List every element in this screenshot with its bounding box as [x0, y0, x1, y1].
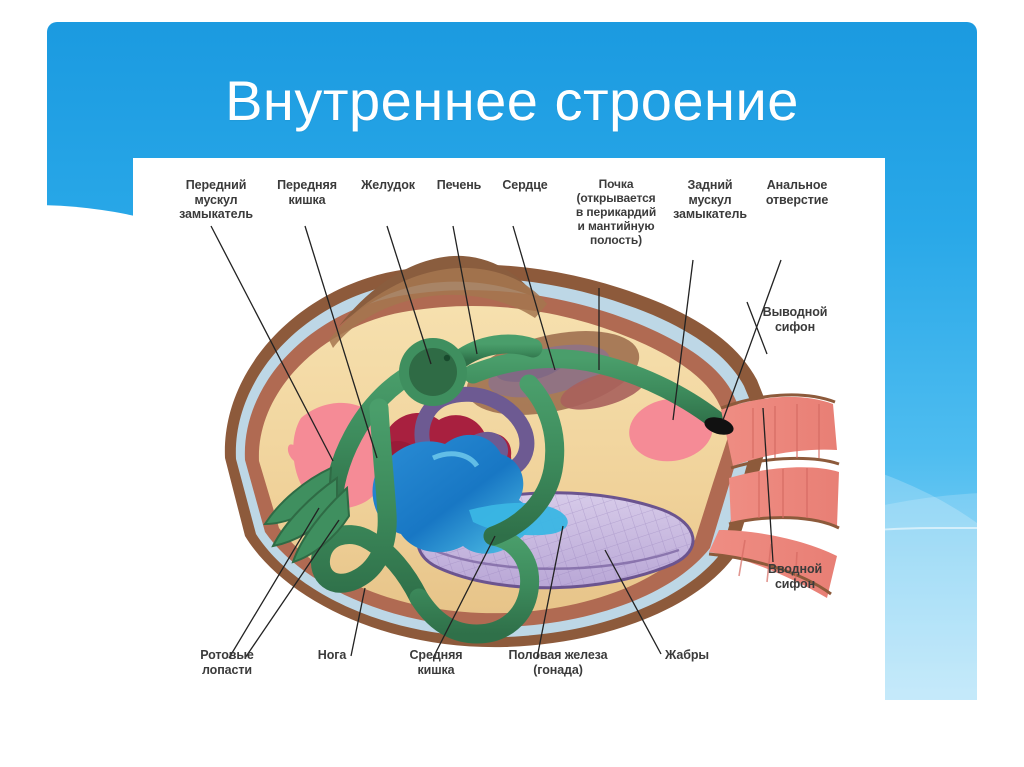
- figure-card: Передний мускул замыкатель Передняя кишк…: [133, 158, 885, 703]
- siphons: [708, 393, 840, 598]
- label-foregut: Передняя кишка: [277, 178, 337, 207]
- slide-bottom-area: [0, 700, 1024, 767]
- label-labial-palps: Ротовые лопасти: [200, 648, 254, 677]
- label-liver: Печень: [436, 178, 482, 192]
- page-title: Внутреннее строение: [225, 69, 799, 132]
- label-heart: Сердце: [502, 178, 548, 192]
- label-inhalant-siphon: Вводной сифон: [767, 562, 823, 591]
- label-exhalant-siphon: Выводной сифон: [762, 305, 828, 334]
- label-gonad: Половая железа (гонада): [508, 648, 608, 677]
- label-kidney: Почка (открывается в перикардий и мантий…: [575, 177, 657, 247]
- label-posterior-adductor-muscle: Задний мускул замыкатель: [673, 178, 747, 221]
- label-anal-opening: Анальное отверстие: [765, 178, 829, 207]
- label-gills: Жабры: [665, 648, 709, 662]
- umbo-hump: [329, 255, 547, 348]
- leader-lines: [210, 225, 782, 659]
- anus-opening: [704, 417, 734, 435]
- mollusc-anatomy-diagram: [210, 225, 840, 659]
- digestive-tract: [310, 334, 731, 644]
- labial-palps: [263, 466, 351, 564]
- label-anterior-adductor-muscle: Передний мускул замыкатель: [179, 178, 253, 221]
- label-midgut: Средняя кишка: [409, 648, 463, 677]
- label-foot: Нога: [317, 648, 347, 662]
- label-stomach: Желудок: [361, 178, 415, 192]
- stomach: [399, 338, 467, 406]
